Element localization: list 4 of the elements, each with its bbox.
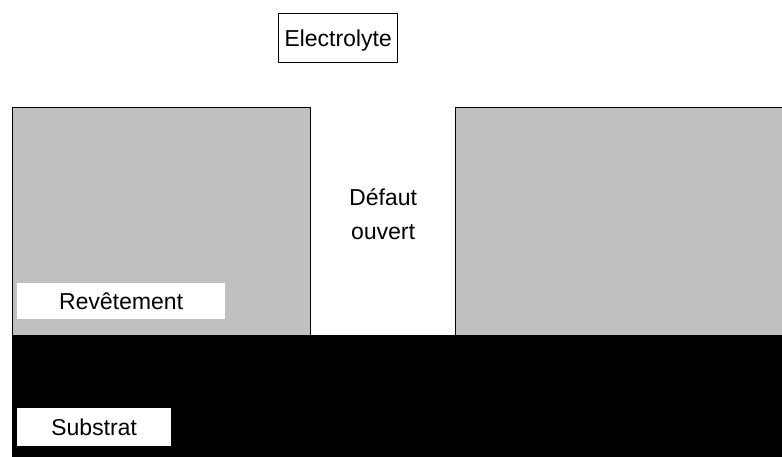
- defect-label: Défaut ouvert: [348, 183, 418, 246]
- substrate-label: Substrat: [17, 408, 171, 446]
- electrolyte-box: Electrolyte: [278, 13, 398, 63]
- coating-label: Revêtement: [17, 283, 225, 319]
